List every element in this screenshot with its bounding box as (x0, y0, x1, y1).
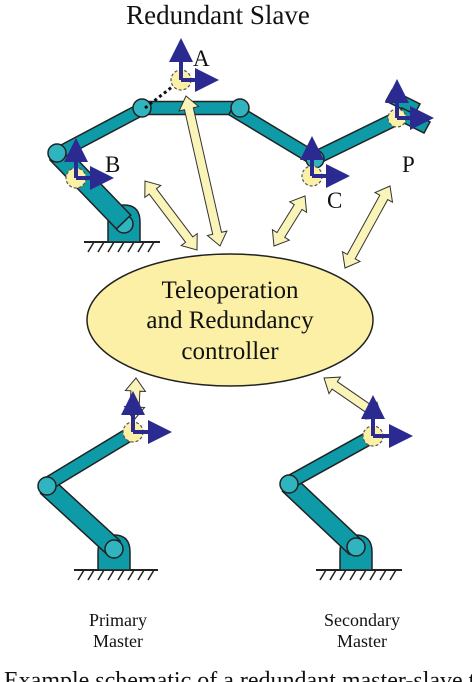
controller-label-line-3: controller (181, 338, 279, 365)
label-a: A (193, 46, 210, 71)
label-p: P (402, 152, 415, 177)
controller: Teleoperation and Redundancy controller (86, 253, 374, 387)
primary-master-ground (74, 569, 158, 581)
slave-ground (84, 241, 160, 253)
point-c: C (300, 136, 350, 213)
link-arrows (123, 95, 394, 421)
controller-label-line-2: and Redundancy (146, 307, 314, 334)
primary-master-robot (37, 391, 172, 581)
label-b: B (105, 152, 120, 177)
secondary-master-label-line-1: Secondary (324, 610, 400, 630)
point-a: A (169, 38, 219, 92)
point-b: B (64, 138, 120, 190)
primary-master-frame (121, 391, 172, 444)
secondary-master-robot (279, 395, 413, 581)
secondary-master-frame (361, 395, 413, 448)
secondary-master-label-line-2: Master (337, 631, 387, 651)
controller-label-line-1: Teleoperation (161, 277, 299, 304)
arrow-controller-b (144, 180, 198, 251)
slave-links (48, 100, 402, 230)
secondary-master-ground (316, 569, 402, 581)
diagram-title: Redundant Slave (126, 0, 310, 30)
caption-fragment: Example schematic of a redundant master-… (4, 668, 472, 682)
primary-master-label-line-2: Master (93, 631, 143, 651)
controller-ellipse (86, 253, 374, 387)
arrow-controller-c (271, 195, 308, 247)
label-c: C (327, 188, 342, 213)
arrow-controller-a (178, 95, 228, 247)
primary-master-label-line-1: Primary (89, 610, 147, 630)
arrow-controller-p (341, 185, 394, 269)
point-p: P (385, 79, 434, 177)
